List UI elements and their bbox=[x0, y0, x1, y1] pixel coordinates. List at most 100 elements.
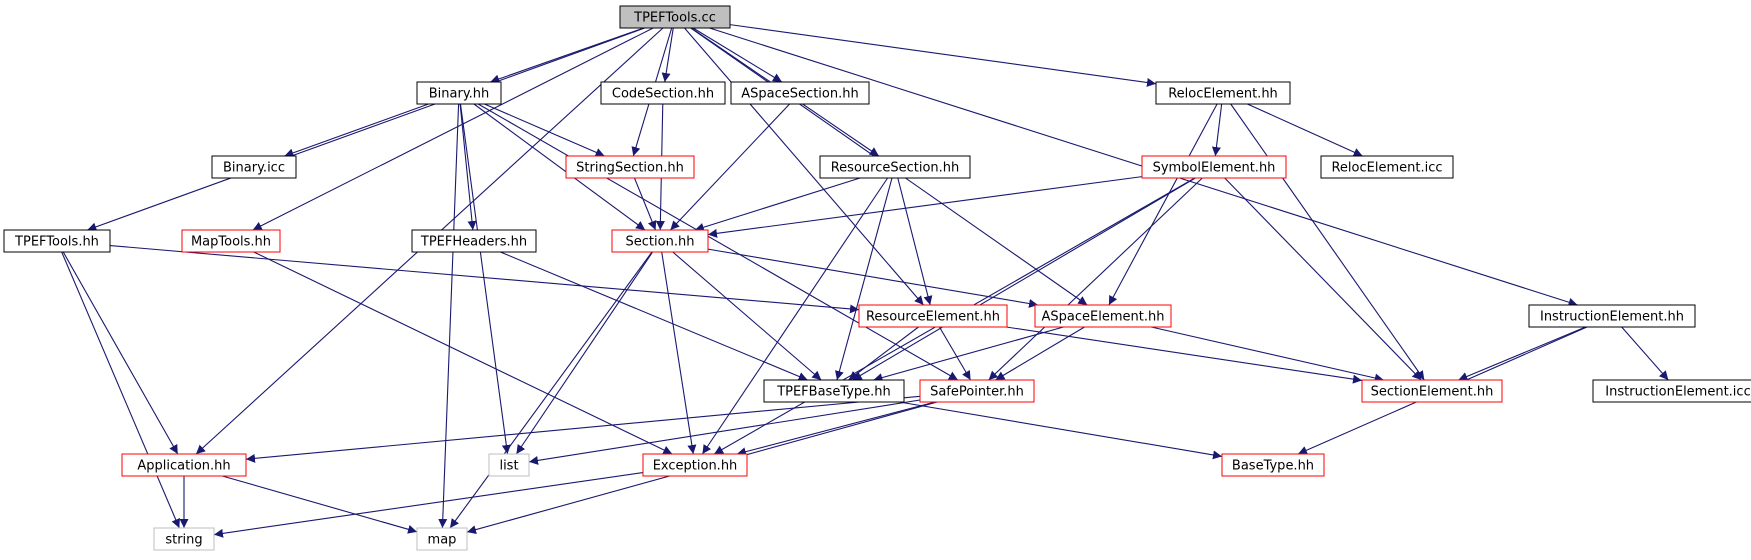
edge-tpeftools-cc-to-binary-hh bbox=[490, 27, 644, 84]
node-box[interactable] bbox=[619, 5, 731, 29]
edge-stringsection-hh-to-section-hh bbox=[633, 177, 657, 231]
node-label: MapTools.hh bbox=[191, 235, 271, 250]
node-box[interactable] bbox=[919, 379, 1035, 403]
edge-symbolelement-hh-to-tpefbasetype-hh bbox=[852, 177, 1196, 381]
node-resourcesection-hh[interactable]: ResourceSection.hh bbox=[819, 155, 971, 179]
edges-layer bbox=[61, 24, 1669, 538]
node-box[interactable] bbox=[819, 155, 971, 179]
node-box[interactable] bbox=[1155, 81, 1291, 105]
edge-tpeftools-cc-to-aspacesection-hh bbox=[692, 27, 783, 83]
edge-section-hh-to-exception-hh bbox=[661, 251, 697, 455]
node-label: CodeSection.hh bbox=[612, 87, 714, 102]
node-box[interactable] bbox=[416, 81, 502, 105]
edge-tpeftools-cc-to-codesection-hh bbox=[661, 27, 674, 83]
edge-section-hh-to-map bbox=[449, 251, 653, 529]
node-label: list bbox=[499, 459, 518, 474]
node-label: StringSection.hh bbox=[576, 161, 684, 176]
edge-resourceelement-hh-to-safepointer-hh bbox=[938, 326, 972, 381]
node-box[interactable] bbox=[3, 229, 111, 253]
edge-resourceelement-hh-to-sectionelement-hh bbox=[1006, 326, 1363, 384]
node-box[interactable] bbox=[121, 453, 247, 477]
node-stringsection-hh[interactable]: StringSection.hh bbox=[565, 155, 695, 179]
node-box[interactable] bbox=[181, 229, 281, 253]
node-symbolelement-hh[interactable]: SymbolElement.hh bbox=[1141, 155, 1287, 179]
node-box[interactable] bbox=[858, 304, 1008, 328]
edge-tpeftools-cc-to-resourceelement-hh bbox=[684, 27, 924, 306]
node-maptools-hh[interactable]: MapTools.hh bbox=[181, 229, 281, 253]
node-box[interactable] bbox=[600, 81, 726, 105]
edge-instructionelement-hh-to-sectionelement-hh bbox=[1458, 326, 1586, 381]
edge-tpeftools-cc-to-relocelement-hh bbox=[729, 24, 1157, 87]
node-relocelement-icc[interactable]: RelocElement.icc bbox=[1320, 155, 1454, 179]
edge-safepointer-hh-to-list bbox=[528, 399, 921, 465]
node-relocelement-hh[interactable]: RelocElement.hh bbox=[1155, 81, 1291, 105]
node-box[interactable] bbox=[611, 229, 709, 253]
node-box[interactable] bbox=[1320, 155, 1454, 179]
edge-relocelement-hh-to-sectionelement-hh bbox=[1230, 103, 1425, 381]
node-label: ASpaceSection.hh bbox=[741, 87, 858, 102]
edge-relocelement-hh-to-relocelement-icc bbox=[1247, 103, 1363, 157]
edge-resourcesection-hh-to-section-hh bbox=[694, 177, 861, 232]
node-tpeftools-hh[interactable]: TPEFTools.hh bbox=[3, 229, 111, 253]
node-sectionelement-hh[interactable]: SectionElement.hh bbox=[1361, 379, 1503, 403]
node-box[interactable] bbox=[1592, 379, 1751, 403]
node-box[interactable] bbox=[1528, 304, 1696, 328]
node-box[interactable] bbox=[730, 81, 870, 105]
node-box[interactable] bbox=[1141, 155, 1287, 179]
node-box[interactable] bbox=[642, 453, 748, 477]
node-exception-hh[interactable]: Exception.hh bbox=[642, 453, 748, 477]
node-label: SafePointer.hh bbox=[930, 385, 1024, 400]
node-label: TPEFBaseType.hh bbox=[776, 385, 891, 400]
node-label: string bbox=[165, 533, 202, 548]
node-resourceelement-hh[interactable]: ResourceElement.hh bbox=[858, 304, 1008, 328]
node-binary-icc[interactable]: Binary.icc bbox=[211, 155, 297, 179]
edge-binary-hh-to-safepointer-hh bbox=[477, 103, 959, 381]
node-tpefbasetype-hh[interactable]: TPEFBaseType.hh bbox=[763, 379, 905, 403]
node-box[interactable] bbox=[488, 453, 530, 477]
node-string[interactable]: string bbox=[153, 527, 215, 551]
node-label: TPEFTools.hh bbox=[14, 235, 99, 250]
node-label: SectionElement.hh bbox=[1371, 385, 1494, 400]
edge-resourcesection-hh-to-exception-hh bbox=[701, 177, 889, 455]
node-box[interactable] bbox=[153, 527, 215, 551]
node-box[interactable] bbox=[1221, 453, 1325, 477]
node-section-hh[interactable]: Section.hh bbox=[611, 229, 709, 253]
node-box[interactable] bbox=[211, 155, 297, 179]
edge-tpeftools-cc-to-maptools-hh bbox=[252, 27, 654, 231]
node-label: InstructionElement.icc bbox=[1605, 385, 1750, 400]
node-label: TPEFHeaders.hh bbox=[420, 235, 527, 250]
node-aspacesection-hh[interactable]: ASpaceSection.hh bbox=[730, 81, 870, 105]
node-safepointer-hh[interactable]: SafePointer.hh bbox=[919, 379, 1035, 403]
node-box[interactable] bbox=[1361, 379, 1503, 403]
node-label: BaseType.hh bbox=[1232, 459, 1314, 474]
edge-section-hh-to-aspaceelement-hh bbox=[707, 248, 1039, 308]
edge-symbolelement-hh-to-sectionelement-hh bbox=[1224, 177, 1422, 381]
node-basetype-hh[interactable]: BaseType.hh bbox=[1221, 453, 1325, 477]
node-label: Binary.hh bbox=[429, 87, 490, 102]
edge-application-hh-to-map bbox=[222, 475, 418, 534]
edge-relocelement-hh-to-aspaceelement-hh bbox=[1108, 103, 1218, 306]
node-application-hh[interactable]: Application.hh bbox=[121, 453, 247, 477]
node-binary-hh[interactable]: Binary.hh bbox=[416, 81, 502, 105]
node-tpefheaders-hh[interactable]: TPEFHeaders.hh bbox=[411, 229, 537, 253]
node-box[interactable] bbox=[416, 527, 468, 551]
node-list[interactable]: list bbox=[488, 453, 530, 477]
node-box[interactable] bbox=[1034, 304, 1172, 328]
node-aspaceelement-hh[interactable]: ASpaceElement.hh bbox=[1034, 304, 1172, 328]
node-instructionelement-hh[interactable]: InstructionElement.hh bbox=[1528, 304, 1696, 328]
node-label: ASpaceElement.hh bbox=[1042, 310, 1165, 325]
edge-tpeftools-hh-to-resourceelement-hh bbox=[109, 244, 860, 314]
node-map[interactable]: map bbox=[416, 527, 468, 551]
node-box[interactable] bbox=[763, 379, 905, 403]
node-codesection-hh[interactable]: CodeSection.hh bbox=[600, 81, 726, 105]
node-label: SymbolElement.hh bbox=[1153, 161, 1276, 176]
node-label: Section.hh bbox=[626, 235, 695, 250]
edge-binary-hh-to-binary-icc bbox=[284, 103, 429, 158]
edge-binary-hh-to-tpefheaders-hh bbox=[459, 103, 477, 231]
node-tpeftools-cc[interactable]: TPEFTools.cc bbox=[619, 5, 731, 29]
node-box[interactable] bbox=[411, 229, 537, 253]
node-box[interactable] bbox=[565, 155, 695, 179]
node-instructionelement-icc[interactable]: InstructionElement.icc bbox=[1592, 379, 1751, 403]
node-label: TPEFTools.cc bbox=[633, 11, 716, 26]
